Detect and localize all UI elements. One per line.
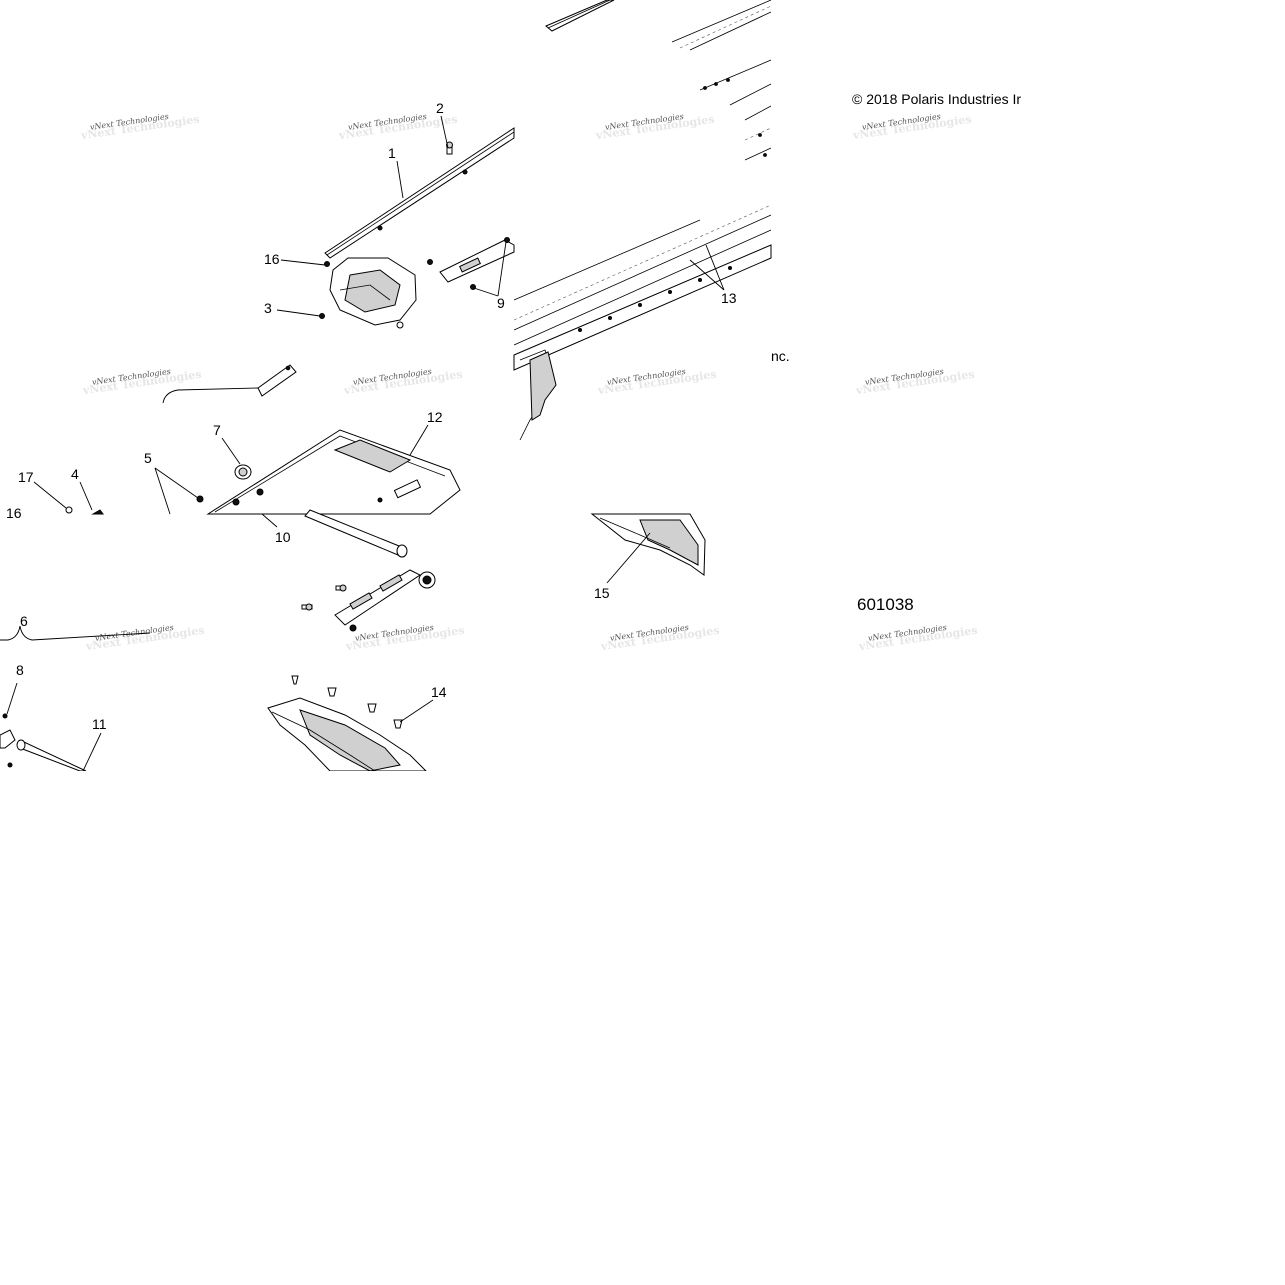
watermark: vNext Technologies vNext Technologies: [344, 623, 465, 653]
nut: [7, 762, 13, 768]
callout-16: 16: [6, 505, 22, 521]
callout-16: 16: [264, 251, 280, 267]
rail-cover: [319, 257, 417, 329]
rear-bumper: [267, 697, 428, 772]
short-rail: [257, 364, 297, 397]
skid-cover: [590, 513, 706, 576]
push-pin: [291, 675, 299, 685]
push-pin: [327, 687, 337, 697]
callout-10: 10: [275, 529, 291, 545]
watermark-layer: vNext Technologies vNext Technologies vN…: [79, 112, 978, 653]
callout-4: 4: [71, 466, 79, 482]
bushing: [234, 464, 252, 480]
callout-11: 11: [92, 716, 107, 732]
watermark: vNext Technologies vNext Technologies: [851, 112, 972, 142]
leader-lines: [0, 115, 725, 772]
slide-rail: [324, 127, 515, 259]
cross-shaft: [304, 509, 408, 558]
bolt: [91, 509, 104, 515]
callout-12: 12: [427, 409, 443, 425]
nut: [2, 713, 8, 719]
tunnel-top-section: [545, 0, 772, 161]
callout-3: 3: [264, 300, 272, 316]
blank-area: [0, 771, 1285, 1285]
arm-end: [0, 729, 16, 749]
callout-17: 17: [18, 469, 34, 485]
callout-9: 9: [497, 295, 505, 311]
callout-1: 1: [388, 145, 396, 161]
bolt: [301, 603, 313, 611]
watermark: vNext Technologies vNext Technologies: [81, 367, 202, 397]
watermark: vNext Technologies vNext Technologies: [594, 112, 715, 142]
screw: [196, 495, 204, 503]
bolt: [446, 141, 453, 155]
callout-15: 15: [594, 585, 610, 601]
push-pin: [367, 703, 377, 713]
callout-13: 13: [721, 290, 737, 306]
shaft: [16, 739, 87, 772]
callout-8: 8: [16, 662, 24, 678]
callout-14: 14: [431, 684, 447, 700]
watermark: vNext Technologies vNext Technologies: [854, 367, 975, 397]
bolt: [335, 584, 347, 592]
callout-2: 2: [436, 100, 444, 116]
copyright-text: nc.: [771, 348, 790, 364]
callout-6: 6: [20, 613, 28, 629]
rear-suspension-frame: [206, 429, 461, 515]
reference-number: 601038: [857, 595, 914, 614]
washer: [65, 506, 73, 514]
tile-crop: [1028, 88, 1048, 110]
callout-5: 5: [144, 450, 152, 466]
pivot-arm: [334, 569, 436, 632]
watermark: vNext Technologies vNext Technologies: [599, 623, 720, 653]
watermark: vNext Technologies vNext Technologies: [342, 367, 463, 397]
watermark: vNext Technologies vNext Technologies: [857, 623, 978, 653]
callout-7: 7: [213, 422, 221, 438]
tunnel-skid: [513, 204, 772, 441]
callouts: 1 2 3 4 5 6 7 8 9 10 11 12 13 14 15 16 1…: [6, 100, 737, 732]
rail-bracket: [427, 237, 515, 290]
watermark: vNext Technologies vNext Technologies: [79, 112, 200, 142]
copyright-text: © 2018 Polaris Industries Ir: [852, 91, 1021, 107]
watermark: vNext Technologies vNext Technologies: [596, 367, 717, 397]
